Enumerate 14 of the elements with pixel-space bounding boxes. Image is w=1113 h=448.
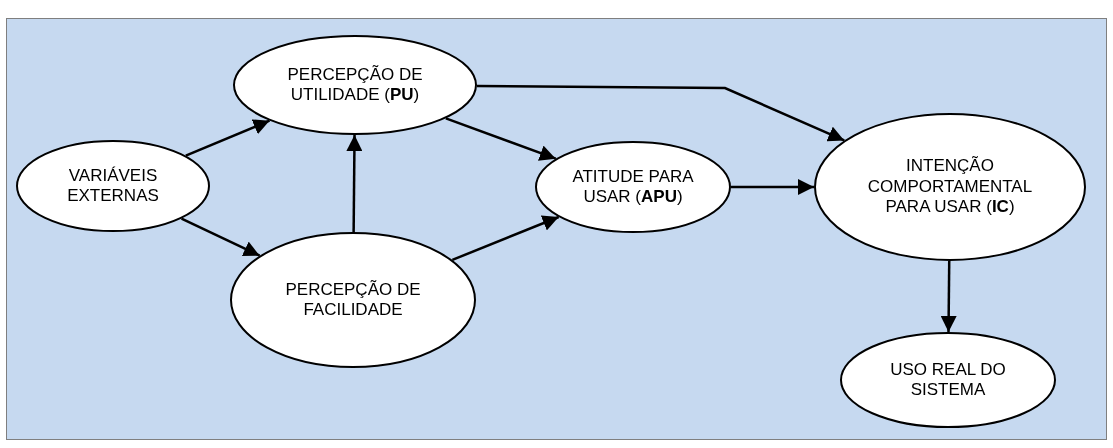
arrow: [346, 135, 363, 232]
arrow: [445, 117, 557, 161]
node-label: INTENÇÃO COMPORTAMENTAL PARA USAR (IC): [866, 156, 1034, 218]
arrow: [731, 179, 814, 195]
node-label: VARIÁVEIS EXTERNAS: [66, 165, 160, 207]
node-label: ATITUDE PARA USAR (APU): [571, 166, 695, 208]
arrow: [476, 84, 845, 142]
arrow: [940, 261, 957, 332]
node-label: USO REAL DO SISTEMA: [889, 359, 1007, 401]
arrow: [451, 215, 560, 262]
node-label: PERCEPÇÃO DE UTILIDADE (PU): [286, 64, 424, 106]
arrow: [181, 217, 261, 257]
node-label: PERCEPÇÃO DE FACILIDADE: [284, 279, 422, 321]
arrow: [185, 119, 270, 157]
